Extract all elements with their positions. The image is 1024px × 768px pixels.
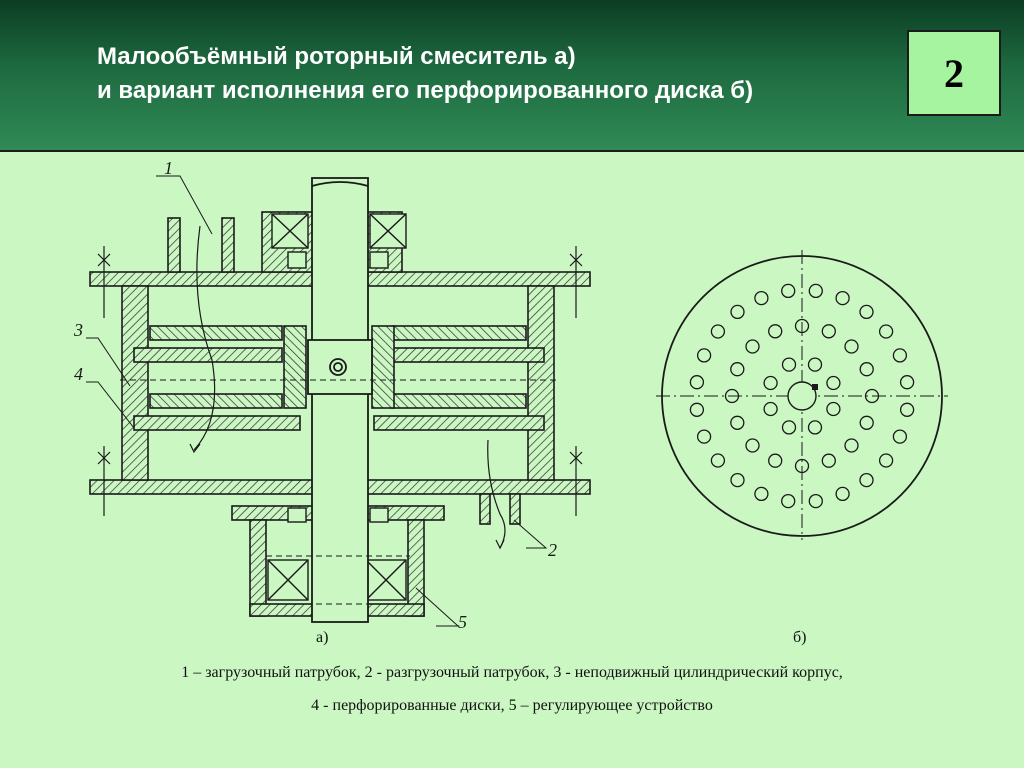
inlet-pipe-left (167, 217, 181, 273)
seal-bottom-right (369, 507, 389, 523)
perforation-hole (821, 453, 836, 468)
perforation-hole (878, 453, 894, 468)
callout-3: 3 (73, 320, 83, 340)
perforation-hole (899, 402, 915, 417)
callout-5: 5 (458, 612, 467, 632)
perforation-hole (844, 339, 859, 354)
seal-top-right (369, 251, 389, 269)
disc-3-right (391, 393, 527, 409)
perforation-hole (859, 304, 874, 320)
right-wall (527, 285, 555, 481)
perforation-hole (835, 290, 850, 306)
disc-upper-right (391, 325, 527, 341)
perforation-hole (768, 453, 783, 468)
rotor-shaft (311, 177, 369, 623)
perforation-hole (859, 472, 874, 488)
perforation-hole (878, 324, 894, 339)
legend-line-2: 4 - перфорированные диски, 5 – регулирую… (311, 697, 713, 714)
perforation-hole (844, 438, 859, 453)
title-line-2: и вариант исполнения его перфорированног… (97, 77, 754, 104)
seal-bottom-left (287, 507, 307, 523)
disc-4-right (373, 415, 545, 431)
callout-1: 1 (164, 158, 173, 178)
perforation-hole (689, 402, 705, 417)
perforation-hole (781, 493, 796, 509)
disc-3-left (149, 393, 283, 409)
perforation-hole (892, 348, 908, 363)
inlet-pipe-right (221, 217, 235, 273)
perforation-hole (763, 375, 778, 391)
flow-arrows (189, 225, 506, 550)
perforation-hole (794, 458, 810, 474)
perforation-hole (781, 357, 797, 372)
slide-number-badge: 2 (907, 30, 1001, 116)
seal-top-left (287, 251, 307, 269)
perforation-hole (730, 362, 745, 377)
perforation-hole (781, 283, 796, 299)
shaft-pin (329, 358, 347, 376)
perforation-hole (859, 362, 874, 377)
caption-a: а) (316, 629, 329, 646)
perforation-hole (808, 283, 823, 299)
perforation-hole (745, 339, 760, 354)
perforation-hole (781, 420, 797, 435)
shaft (307, 177, 373, 623)
perforation-hole (768, 324, 783, 339)
disc-center-bore (787, 381, 817, 411)
perforation-hole (696, 348, 712, 363)
bearings (267, 213, 407, 601)
perforation-hole (730, 304, 745, 320)
slide-header: Малообъёмный роторный смеситель а) и вар… (0, 0, 1024, 150)
perforation-hole (826, 401, 841, 417)
callout-labels: 1 3 4 2 5 (73, 158, 557, 632)
perforation-hole (864, 388, 880, 404)
perforation-hole (730, 415, 745, 430)
perforated-disc-view-b (656, 250, 948, 540)
perforation-hole (724, 388, 740, 404)
perforation-hole (859, 415, 874, 430)
lower-housing-left (249, 519, 267, 617)
perforation-hole (826, 375, 841, 391)
perforation-hole (730, 472, 745, 488)
perforation-hole (835, 486, 850, 502)
callout-4: 4 (74, 364, 83, 384)
disc-4-left (133, 415, 301, 431)
slide-number: 2 (944, 50, 964, 96)
lower-housing-right (407, 519, 425, 617)
perforation-hole (794, 318, 810, 334)
perforation-hole (745, 438, 760, 453)
perforation-hole (763, 401, 778, 417)
legend-line-1: 1 – загрузочный патрубок, 2 - разгрузочн… (181, 664, 843, 681)
slide-title: Малообъёмный роторный смеситель а) и вар… (97, 40, 753, 108)
keyway (812, 384, 818, 390)
flange-bolts (97, 246, 583, 516)
perforation-hole (899, 375, 915, 390)
title-line-1: Малообъёмный роторный смеситель а) (97, 43, 576, 70)
perforation-hole (821, 324, 836, 339)
perforation-hole (754, 290, 769, 306)
perforation-hole (892, 429, 908, 444)
perforation-hole (689, 375, 705, 390)
disc-upper-left (149, 325, 283, 341)
perforation-hole (807, 357, 823, 372)
outlet-pipe-right (509, 493, 521, 525)
hub-right (371, 325, 395, 409)
outlet-pipe-left (479, 493, 491, 525)
perforation-holes (689, 283, 915, 509)
perforation-hole (807, 420, 823, 435)
caption-b: б) (793, 629, 807, 646)
perforation-hole (710, 324, 726, 339)
perforation-hole (710, 453, 726, 468)
disc-outline (661, 255, 943, 537)
disc-2-right (391, 347, 545, 363)
leader-lines (86, 175, 548, 627)
callout-2: 2 (548, 540, 557, 560)
perforation-hole (808, 493, 823, 509)
hidden-lines (120, 379, 560, 605)
perforation-hole (696, 429, 712, 444)
left-wall (121, 285, 149, 481)
hub-left (283, 325, 307, 409)
perforation-hole (754, 486, 769, 502)
